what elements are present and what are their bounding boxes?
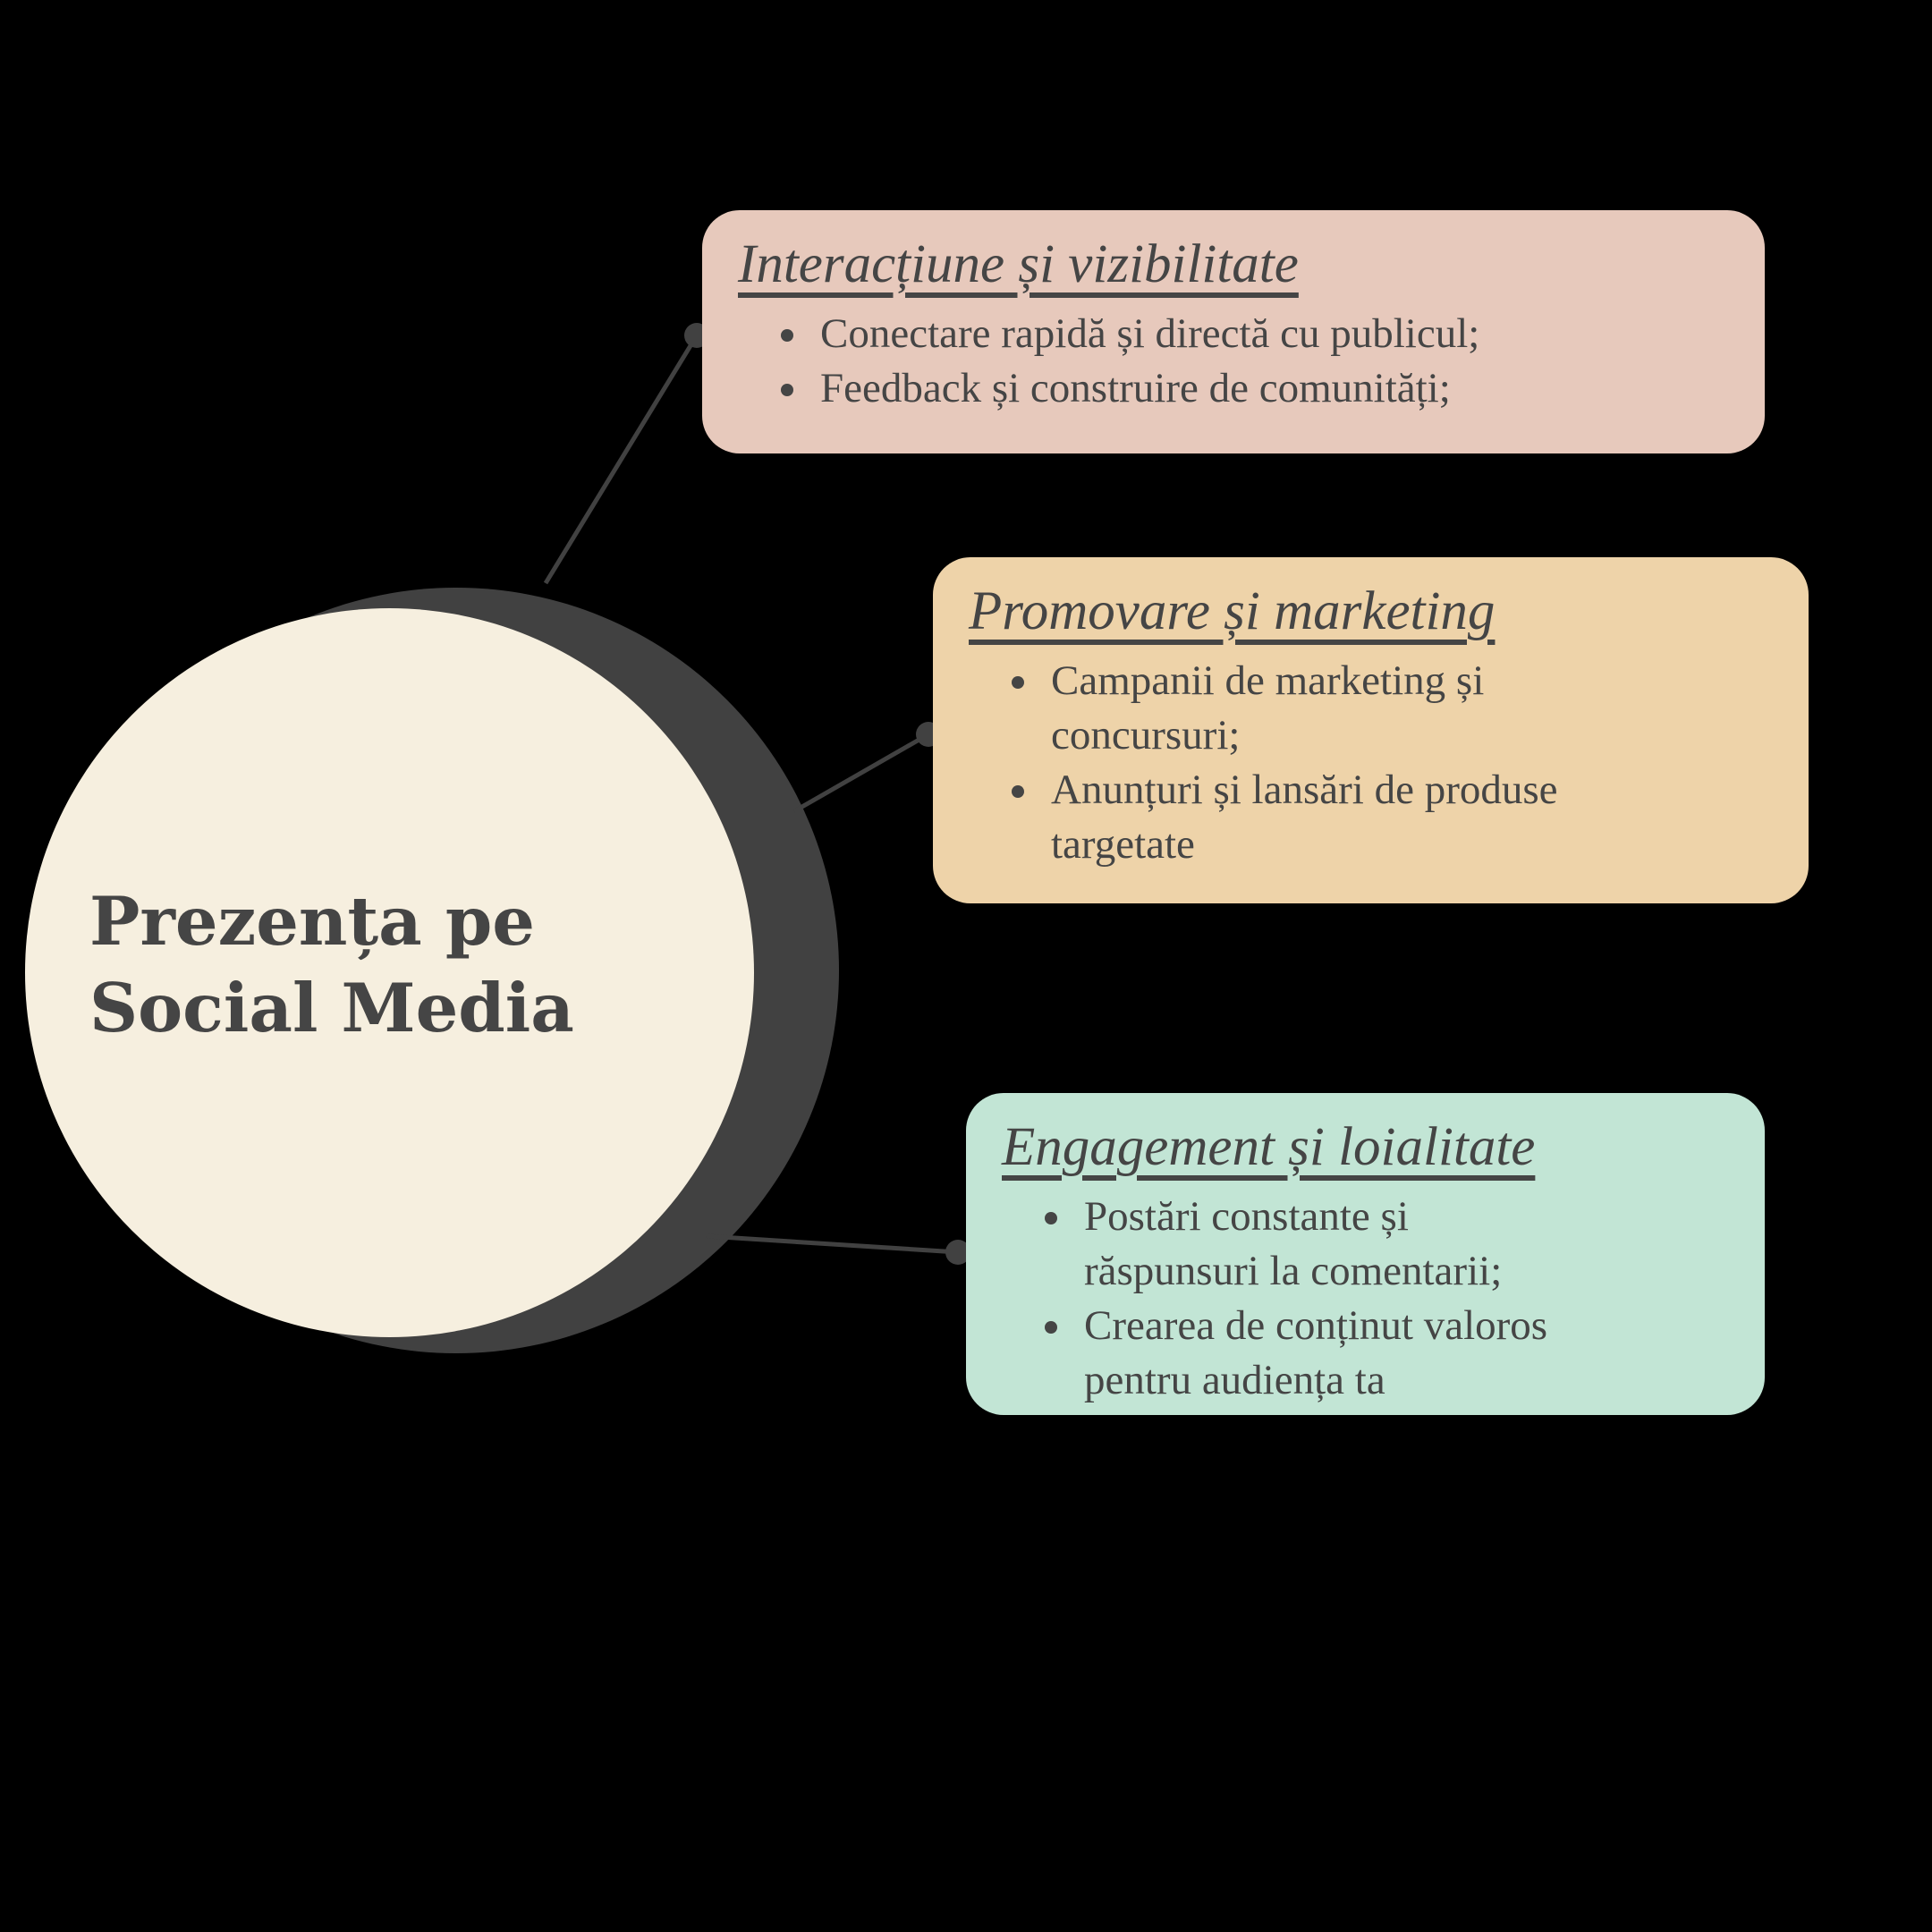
bullet-item: Anunțuri și lansări de produse targetate	[1042, 763, 1623, 872]
node-card-engagement: Engagement și loialitate Postări constan…	[966, 1093, 1765, 1415]
bullet-item: Conectare rapidă și directă cu publicul;	[811, 307, 1729, 361]
center-title: Prezența pe Social Media	[89, 882, 574, 1047]
center-circle	[25, 608, 754, 1337]
connector-line-engagement	[706, 1233, 959, 1255]
node-bullet-list-engagement: Postări constante și răspunsuri la comen…	[1002, 1190, 1729, 1408]
node-card-promovare: Promovare și marketing Campanii de marke…	[933, 557, 1809, 903]
node-title-engagement: Engagement și loialitate	[1002, 1117, 1536, 1177]
connector-line-interactiune	[543, 334, 699, 585]
bullet-item: Postări constante și răspunsuri la comen…	[1075, 1190, 1572, 1299]
node-bullet-list-interactiune: Conectare rapidă și directă cu publicul;…	[738, 307, 1729, 416]
node-card-interactiune: Interacțiune și vizibilitate Conectare r…	[702, 210, 1765, 453]
node-title-promovare: Promovare și marketing	[969, 581, 1496, 641]
bullet-item: Feedback și construire de comunități;	[811, 361, 1729, 416]
connector-line-promovare	[792, 732, 930, 814]
connector-dot-engagement	[945, 1240, 970, 1265]
node-title-interactiune: Interacțiune și vizibilitate	[738, 234, 1299, 294]
bullet-item: Crearea de conținut valoros pentru audie…	[1075, 1299, 1572, 1408]
node-bullet-list-promovare: Campanii de marketing și concursuri; Anu…	[969, 654, 1773, 872]
bullet-item: Campanii de marketing și concursuri;	[1042, 654, 1623, 763]
